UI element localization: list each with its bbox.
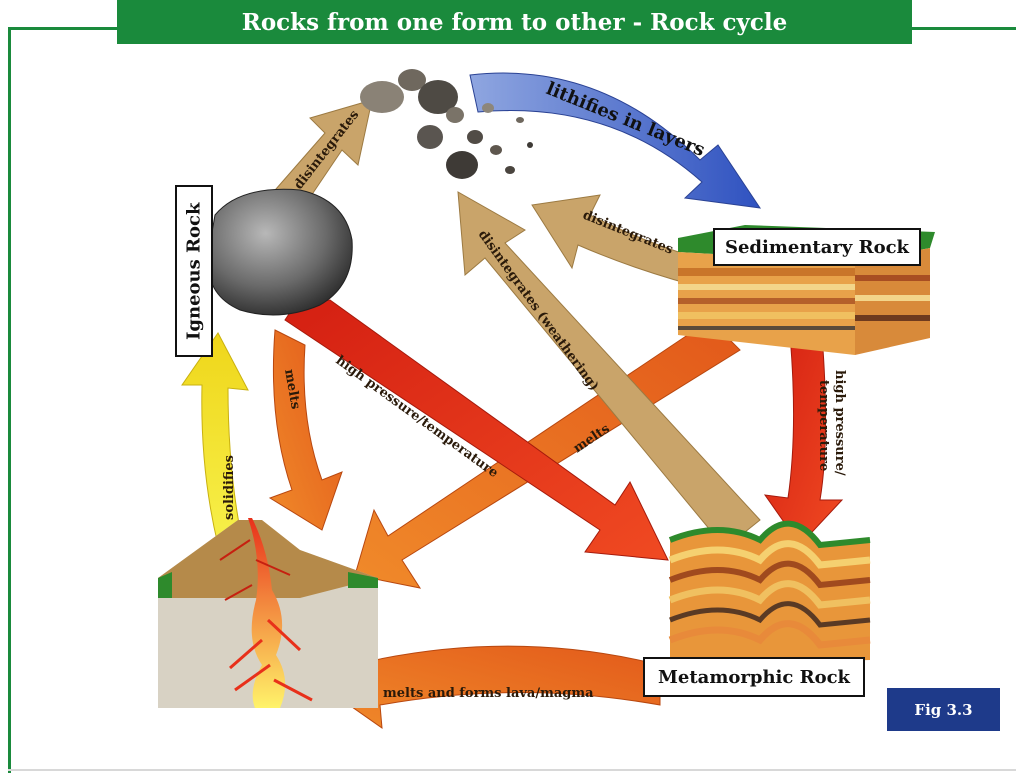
label-high-pressure-line1: high pressure/ [832,370,847,476]
label-lithifies: lithifies in layers [543,78,708,161]
arrow-melts-igneous [270,330,342,530]
label-solidifies: solidifies [222,455,237,520]
metamorphic-rock-label: Metamorphic Rock [643,657,865,697]
label-melts-forms-lava: melts and forms lava/magma [383,686,594,701]
label-high-pressure-line2: temperature [816,380,831,471]
metamorphic-block [670,524,870,665]
sedimentary-rock-label: Sedimentary Rock [713,228,921,266]
label-disintegrates-weathering: disintegrates (weathering) [475,228,602,394]
arrow-lithifies [470,73,760,208]
igneous-rock-label: Igneous Rock [175,185,213,357]
figure-label: Fig 3.3 [887,688,1000,731]
volcano-block [158,518,378,708]
arrow-solidifies [182,333,248,545]
igneous-rock-boulder [208,189,352,315]
